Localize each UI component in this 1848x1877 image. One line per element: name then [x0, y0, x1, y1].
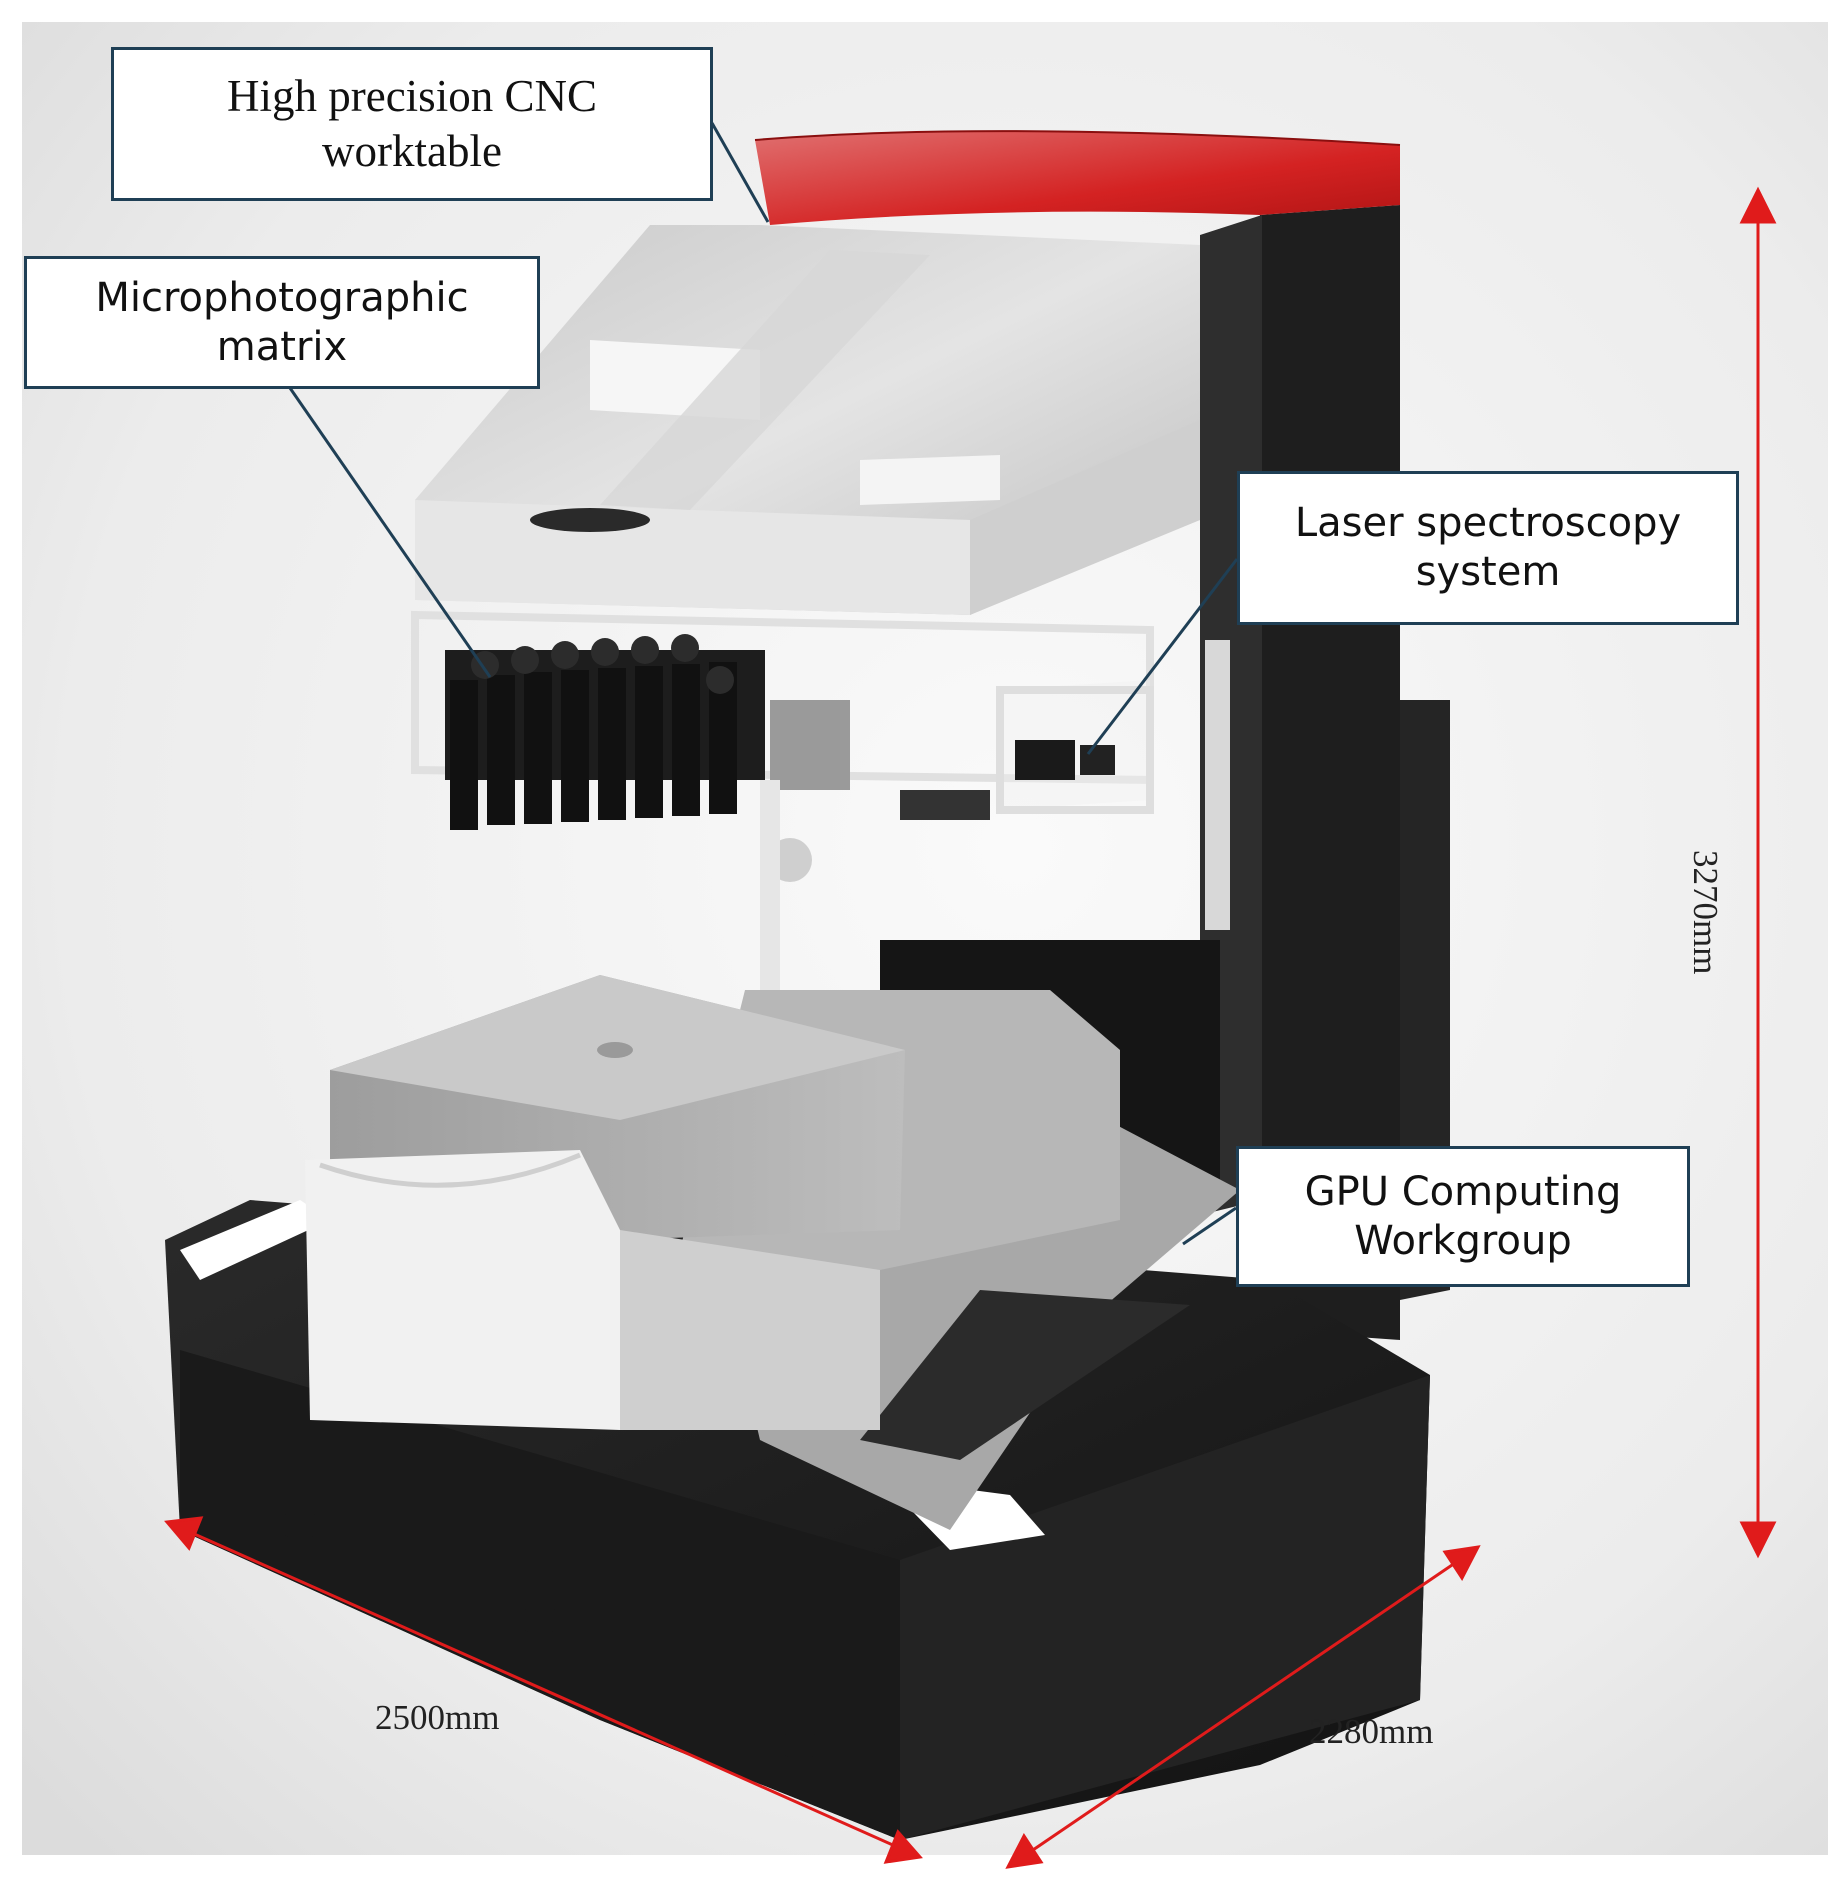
callout-microphotographic-matrix: Microphotographic matrix — [24, 256, 540, 389]
width-line — [191, 1531, 896, 1848]
callout-laser-spectroscopy: Laser spectroscopy system — [1237, 471, 1739, 625]
height-arrow-bottom — [1739, 1521, 1777, 1559]
laser-spectroscopy-unit — [900, 740, 1115, 820]
callout-gpu-workgroup: GPU Computing Workgroup — [1236, 1146, 1690, 1287]
dimension-height-label: 3270mm — [1686, 850, 1725, 975]
support-post — [760, 780, 780, 1000]
width-arrow-right — [883, 1829, 923, 1864]
sample-station — [305, 975, 1120, 1430]
leader-microphotographic — [288, 387, 492, 678]
callout-cnc-worktable: High precision CNC worktable — [111, 47, 713, 201]
dimension-lines — [164, 186, 1777, 1869]
leader-cnc — [710, 122, 770, 223]
cnc-worktable-top — [754, 130, 1401, 225]
dimension-width-label: 2500mm — [375, 1698, 500, 1737]
leader-lines — [288, 122, 1239, 1246]
leader-gpu — [1182, 1206, 1237, 1246]
machine-feet — [278, 1511, 822, 1759]
stainless-hood — [415, 225, 1200, 615]
depth-arrow-right — [1442, 1545, 1481, 1581]
microscope-array — [445, 634, 850, 882]
leader-laser — [1086, 558, 1239, 755]
depth-line — [1029, 1561, 1456, 1854]
width-arrow-left — [164, 1516, 204, 1551]
depth-arrow-left — [1005, 1833, 1044, 1869]
height-arrow-top — [1739, 186, 1777, 224]
dimension-depth-label: 2280mm — [1309, 1712, 1434, 1751]
